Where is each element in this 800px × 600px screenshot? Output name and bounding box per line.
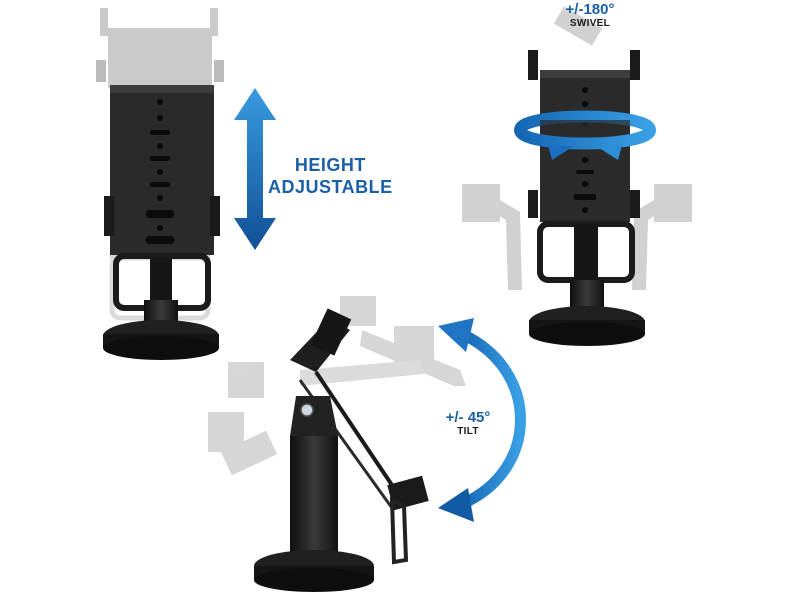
adjustment-slots: [146, 99, 174, 244]
tilt-degree-text: +/- 45°: [445, 409, 491, 426]
tilt-caption: TILT: [457, 426, 479, 437]
swivel-stand: [462, 6, 692, 346]
height-label: HEIGHT ADJUSTABLE: [268, 154, 393, 198]
swivel-degree-text: +/-180°: [565, 1, 615, 18]
tilt-label: +/- 45° TILT: [428, 410, 508, 438]
ghost-bracket-raised: [96, 8, 224, 88]
main-bracket: [104, 85, 220, 311]
tilt-stand: [208, 296, 526, 592]
swivel-arrow-icon: [513, 110, 657, 160]
height-label-line2: ADJUSTABLE: [268, 177, 393, 197]
swivel-bracket: [528, 50, 640, 284]
ghost-bracket-rotated: [462, 6, 692, 290]
height-label-line1: HEIGHT: [294, 155, 366, 175]
tilt-arrow-icon: [438, 318, 526, 522]
tilt-column-and-base: [254, 396, 374, 592]
swivel-column-and-base: [529, 280, 645, 346]
swivel-label: +/-180° SWIVEL: [540, 2, 640, 30]
height-adjustable-stand: [96, 8, 224, 360]
ghost-tilted-brackets: [208, 296, 466, 476]
swivel-caption: SWIVEL: [569, 18, 611, 29]
height-arrow-icon: [234, 88, 276, 250]
column-and-base: [103, 300, 219, 360]
